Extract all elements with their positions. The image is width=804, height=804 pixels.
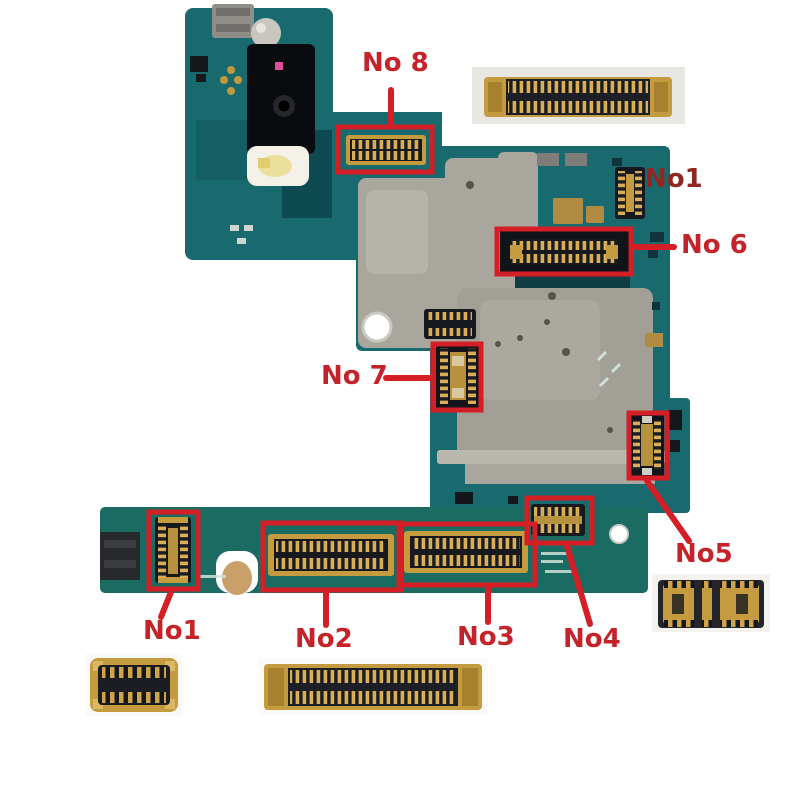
- connector-no8: [346, 135, 426, 165]
- annotation-box-no1-bottom: [146, 509, 201, 592]
- camera-module: [247, 44, 315, 154]
- label-no3: No3: [457, 622, 515, 652]
- strip-notch: [216, 551, 258, 595]
- connector-no1-top: [615, 167, 645, 219]
- screw-hole: [361, 311, 393, 343]
- flash-led: [247, 146, 309, 186]
- label-no1-top: No1: [645, 164, 703, 194]
- connector-photo-bottom-left: [86, 654, 182, 716]
- label-no8: No 8: [362, 48, 429, 78]
- connector-no2: [268, 534, 394, 576]
- connector-photo-top-right: [472, 67, 685, 124]
- connector-mid-small: [424, 309, 476, 339]
- annotation-box-no5: [626, 410, 670, 481]
- emi-shield-lower: [437, 288, 665, 484]
- label-no6: No 6: [681, 230, 748, 260]
- annotation-line-no5: [644, 478, 692, 544]
- label-no5: No5: [675, 539, 733, 569]
- small-components: [190, 56, 253, 244]
- vibration-motor: [251, 18, 281, 48]
- connector-photo-right: [652, 574, 770, 632]
- screw-hole: [609, 524, 629, 544]
- label-no2: No2: [295, 624, 353, 654]
- annotation-box-no4: [524, 495, 595, 546]
- label-no1-bottom: No1: [143, 616, 201, 646]
- connector-no6: [500, 228, 630, 276]
- top-metal-connector: [212, 4, 254, 38]
- annotation-box-no8: [335, 124, 435, 175]
- connector-no1-bottom: [155, 517, 191, 583]
- strip-edge-chip: [100, 532, 140, 580]
- annotation-line-no4: [564, 543, 593, 627]
- annotation-box-no6: [494, 226, 634, 277]
- connector-photo-bottom-center: [258, 659, 488, 715]
- annotation-line-no1-bottom: [158, 589, 174, 620]
- label-no7: No 7: [321, 361, 388, 391]
- connector-no3: [404, 531, 528, 573]
- annotation-box-no7: [430, 341, 484, 413]
- connector-no7: [436, 342, 482, 412]
- connector-no5: [630, 414, 664, 476]
- connector-no4: [531, 504, 585, 536]
- small-components: [455, 153, 682, 504]
- label-no4: No4: [563, 624, 621, 654]
- annotation-box-no3: [396, 521, 538, 588]
